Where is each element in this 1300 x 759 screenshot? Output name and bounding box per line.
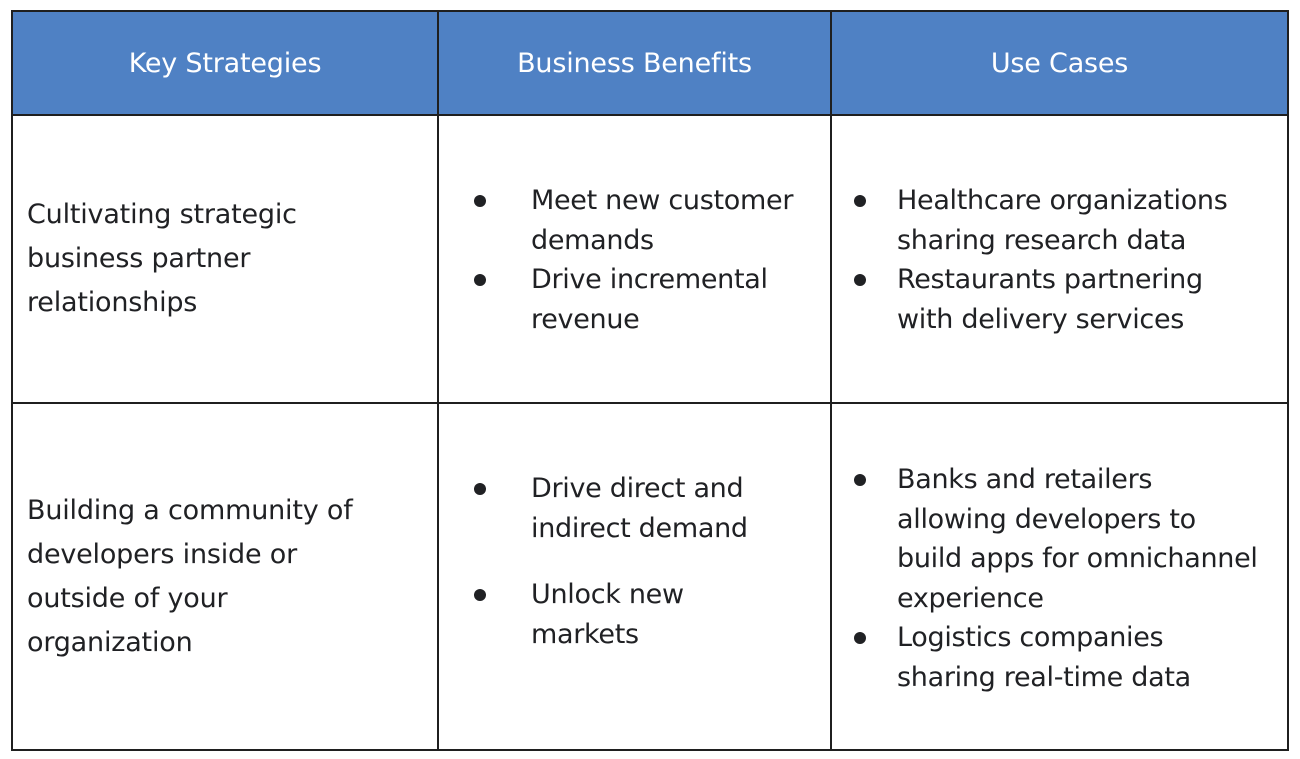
strategy-text: Cultivating strategic business partner r… xyxy=(27,199,297,318)
list-item-text: Healthcare organizations sharing researc… xyxy=(897,185,1228,256)
benefits-list: Drive direct and indirect demand Unlock … xyxy=(474,469,826,654)
strategy-cell: Cultivating strategic business partner r… xyxy=(13,116,439,404)
bullet-icon xyxy=(474,274,486,286)
list-item-text: Logistics companies sharing real-time da… xyxy=(897,622,1191,693)
list-item: Logistics companies sharing real-time da… xyxy=(854,618,1227,697)
use-cases-list: Banks and retailers allowing developers … xyxy=(854,460,1292,697)
benefits-cell: Drive direct and indirect demand Unlock … xyxy=(439,404,832,749)
list-item-text: Banks and retailers allowing developers … xyxy=(897,464,1258,614)
list-item-text: Unlock new markets xyxy=(531,579,684,650)
use-cases-cell: Banks and retailers allowing developers … xyxy=(832,404,1287,749)
list-item-text: Drive incremental revenue xyxy=(531,264,768,335)
bullet-icon xyxy=(854,195,866,207)
bullet-icon xyxy=(474,589,486,601)
list-item-text: Meet new customer demands xyxy=(531,185,794,256)
list-item-text: Restaurants partnering with delivery ser… xyxy=(897,264,1203,335)
header-use-cases: Use Cases xyxy=(832,12,1287,116)
header-key-strategies: Key Strategies xyxy=(13,12,439,116)
strategy-text: Building a community of developers insid… xyxy=(27,494,353,658)
strategy-table: Key Strategies Business Benefits Use Cas… xyxy=(11,10,1289,751)
header-business-benefits: Business Benefits xyxy=(439,12,832,116)
benefits-cell: Meet new customer demands Drive incremen… xyxy=(439,116,832,404)
bullet-icon xyxy=(854,632,866,644)
strategy-cell: Building a community of developers insid… xyxy=(13,404,439,749)
list-item: Healthcare organizations sharing researc… xyxy=(854,181,1272,260)
benefits-list: Meet new customer demands Drive incremen… xyxy=(474,181,826,339)
list-item: Meet new customer demands xyxy=(474,181,821,260)
list-item: Drive direct and indirect demand xyxy=(474,469,801,548)
bullet-icon xyxy=(854,474,866,486)
use-cases-cell: Healthcare organizations sharing researc… xyxy=(832,116,1287,404)
list-item: Unlock new markets xyxy=(474,575,731,654)
list-item: Drive incremental revenue xyxy=(474,260,796,339)
bullet-icon xyxy=(854,274,866,286)
bullet-icon xyxy=(474,483,486,495)
bullet-icon xyxy=(474,195,486,207)
list-item: Banks and retailers allowing developers … xyxy=(854,460,1262,618)
list-item-text: Drive direct and indirect demand xyxy=(531,473,748,544)
list-item: Restaurants partnering with delivery ser… xyxy=(854,260,1257,339)
use-cases-list: Healthcare organizations sharing researc… xyxy=(854,181,1292,339)
